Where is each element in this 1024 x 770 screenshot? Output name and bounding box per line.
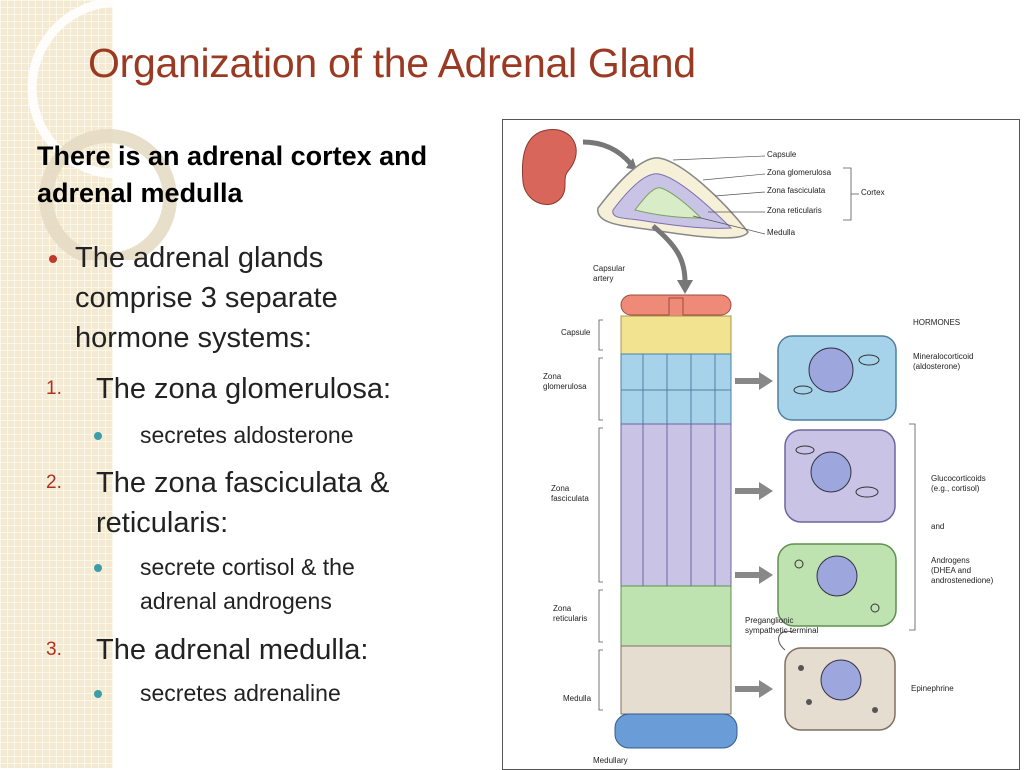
label-fasciculata-top: Zona fasciculata bbox=[767, 186, 826, 195]
reticularis-layer bbox=[620, 585, 732, 647]
label-and: and bbox=[931, 522, 945, 531]
slide-title: Organization of the Adrenal Gland bbox=[88, 40, 696, 86]
arrow-kidney-to-gland bbox=[582, 139, 633, 166]
intro-bullet-text: The adrenal glands comprise 3 separate h… bbox=[75, 242, 338, 354]
label-reticularis-side: Zona reticularis bbox=[553, 604, 588, 623]
label-epinephrine: Epinephrine bbox=[911, 684, 954, 693]
cell-fasciculata bbox=[784, 429, 896, 523]
label-hormones-header: HORMONES bbox=[913, 318, 961, 327]
label-cortex: Cortex bbox=[861, 188, 885, 197]
adrenal-diagram: Capsule Zona glomerulosa Zona fasciculat… bbox=[502, 119, 1020, 770]
glomerulosa-layer bbox=[620, 353, 732, 425]
item-sub-1: secretes aldosterone bbox=[140, 422, 354, 448]
item-heading-1: The zona glomerulosa: bbox=[96, 373, 391, 405]
item-heading-2: The zona fasciculata & reticularis: bbox=[96, 467, 390, 539]
label-medullary: Medullary bbox=[593, 756, 628, 765]
arrow-gland-to-column bbox=[651, 224, 688, 283]
label-medulla-top: Medulla bbox=[767, 228, 796, 237]
label-fasciculata-side: Zona fasciculata bbox=[551, 484, 589, 503]
label-reticularis-top: Zona reticularis bbox=[767, 206, 822, 215]
label-glomerulosa-side: Zona glomerulosa bbox=[543, 372, 587, 391]
bullet-dot bbox=[49, 255, 57, 263]
label-androgens: Androgens (DHEA and androstenedione) bbox=[931, 556, 994, 585]
medullary-vein bbox=[614, 713, 738, 749]
cell-medulla bbox=[778, 630, 896, 731]
capsule-layer bbox=[620, 315, 732, 355]
label-capsular-artery: Capsular artery bbox=[593, 264, 626, 283]
label-preganglionic: Preganglionic sympathetic terminal bbox=[745, 616, 819, 635]
medulla-layer bbox=[620, 645, 732, 715]
label-medulla-side: Medulla bbox=[563, 694, 592, 703]
label-glucocorticoids: Glucocorticoids (e.g., cortisol) bbox=[931, 474, 986, 493]
background-texture-strip bbox=[0, 0, 113, 768]
cell-reticularis bbox=[777, 543, 897, 627]
sub-bullet-dot bbox=[94, 690, 102, 698]
arrow-head bbox=[626, 158, 637, 170]
sub-bullet-dot bbox=[94, 564, 102, 572]
decorative-circles bbox=[27, 0, 180, 260]
label-glomerulosa-top: Zona glomerulosa bbox=[767, 168, 832, 177]
fasciculata-layer bbox=[620, 423, 732, 587]
kidney-shape bbox=[521, 129, 577, 206]
item-number-1: 1. bbox=[46, 378, 62, 399]
item-sub-2: secrete cortisol & the adrenal androgens bbox=[140, 554, 355, 614]
slide-subtitle: There is an adrenal cortex and adrenal m… bbox=[37, 141, 428, 208]
sub-bullet-dot bbox=[94, 432, 102, 440]
gland-medulla-shape bbox=[634, 187, 703, 219]
label-capsule-top: Capsule bbox=[767, 150, 797, 159]
label-capsule-side: Capsule bbox=[561, 328, 591, 337]
item-sub-3: secretes adrenaline bbox=[140, 680, 341, 706]
item-number-2: 2. bbox=[46, 472, 62, 493]
cell-glomerulosa bbox=[777, 335, 897, 421]
item-heading-3: The adrenal medulla: bbox=[96, 634, 369, 666]
item-number-3: 3. bbox=[46, 639, 62, 660]
adrenal-diagram-drawing bbox=[521, 129, 916, 749]
label-mineralocorticoid: Mineralocorticoid (aldosterone) bbox=[913, 352, 974, 371]
